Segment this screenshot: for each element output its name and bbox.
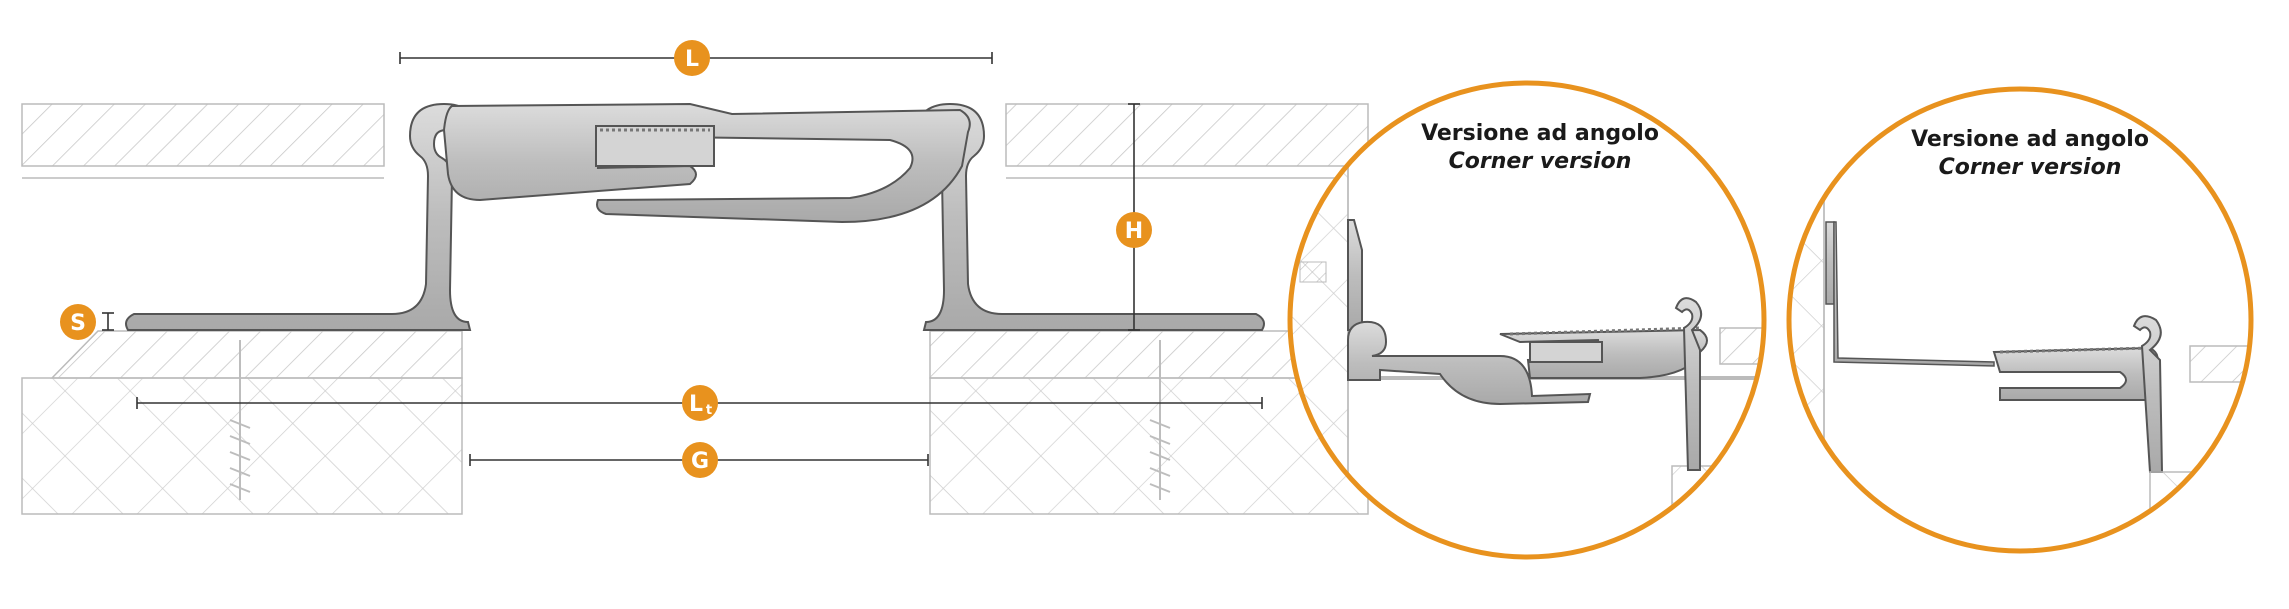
- badge-S: S: [60, 304, 96, 340]
- panel-a-letter: A: [1707, 106, 1738, 152]
- panel-b-frame: [1786, 86, 2254, 554]
- panel-b-title: Versione ad angolo: [1911, 127, 2149, 152]
- tile-top-right: [1005, 103, 1369, 167]
- screed-left: [50, 330, 463, 379]
- badge-L: L: [674, 40, 710, 76]
- anchor-screw-left: [229, 340, 251, 500]
- badge-S-label: S: [70, 311, 86, 336]
- panel-a-insert: [1529, 341, 1603, 363]
- tile-top-left: [21, 103, 385, 167]
- badge-G: G: [682, 442, 718, 478]
- main-section: [21, 102, 1369, 515]
- panel-b: Versione ad angolo Corner version B: [1786, 86, 2254, 554]
- badge-H: H: [1116, 212, 1152, 248]
- badge-Lt-label: L: [689, 392, 703, 417]
- badge-Lt: L t: [682, 385, 718, 421]
- panel-b-subtitle: Corner version: [1939, 155, 2122, 180]
- panel-a: Versione ad angolo Corner version A: [1287, 80, 1767, 560]
- badge-H-label: H: [1125, 219, 1143, 244]
- panel-b-letter: B: [2191, 112, 2222, 158]
- badge-Lt-subscript: t: [706, 403, 712, 418]
- sliding-cover: [442, 102, 971, 224]
- panel-a-frame: [1287, 80, 1767, 560]
- anchor-screw-right: [1149, 340, 1171, 500]
- substrate-left: [21, 377, 463, 515]
- badge-L-label: L: [685, 47, 699, 72]
- substrate-right: [929, 377, 1369, 515]
- panel-a-subtitle: Corner version: [1449, 149, 1632, 174]
- panel-a-title: Versione ad angolo: [1421, 121, 1659, 146]
- inner-slider: [595, 125, 715, 167]
- badge-G-label: G: [691, 449, 709, 474]
